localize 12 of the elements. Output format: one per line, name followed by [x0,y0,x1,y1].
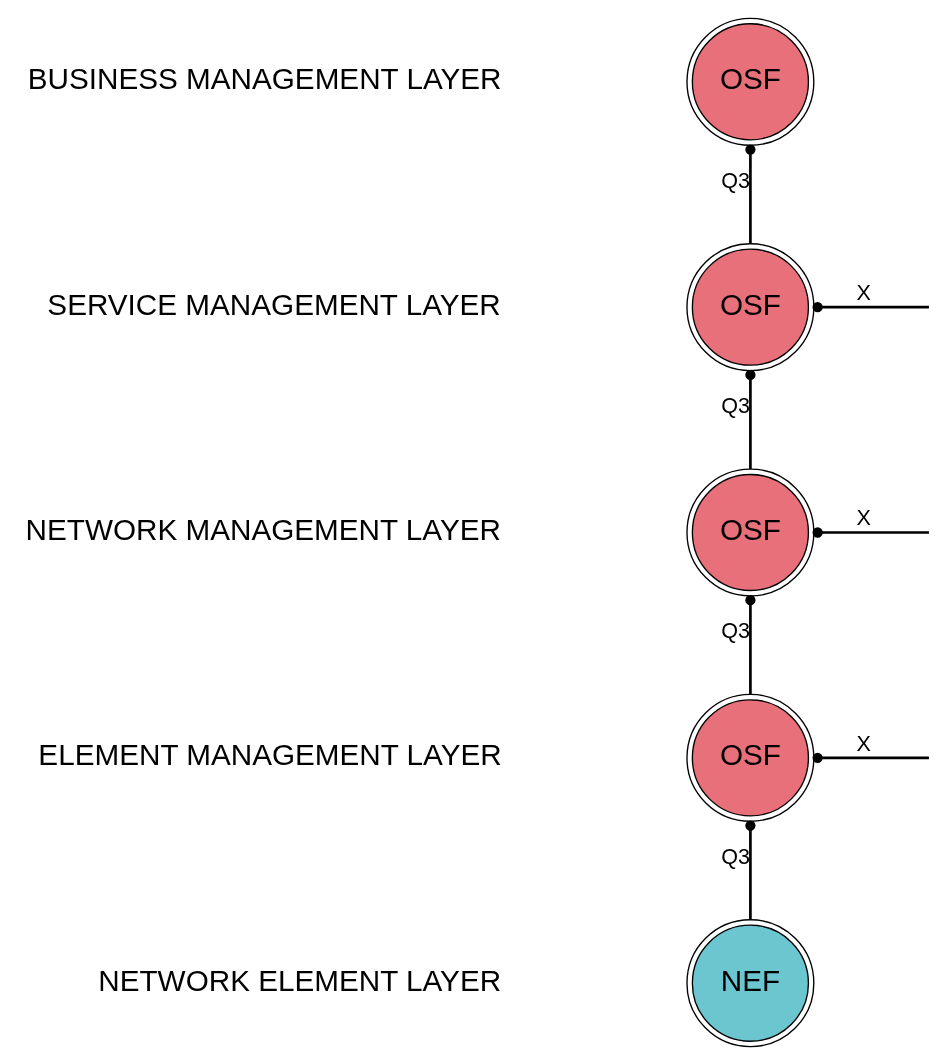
edge-label: Q3 [721,617,750,643]
label: ELEMENT MANAGEMENT LAYER [38,737,502,771]
label: NETWORK MANAGEMENT LAYER [25,512,501,546]
edge-label: Q3 [721,392,750,418]
edge-label: Q3 [721,843,750,869]
label: NETWORK ELEMENT LAYER [98,963,502,997]
edge-label: X [856,730,871,756]
edge-label: X [856,504,871,530]
edge-label: Q3 [721,167,750,193]
edge-label: X [856,279,871,305]
label: SERVICE MANAGEMENT LAYER [47,287,501,321]
label: BUSINESS MANAGEMENT LAYER [27,61,502,95]
